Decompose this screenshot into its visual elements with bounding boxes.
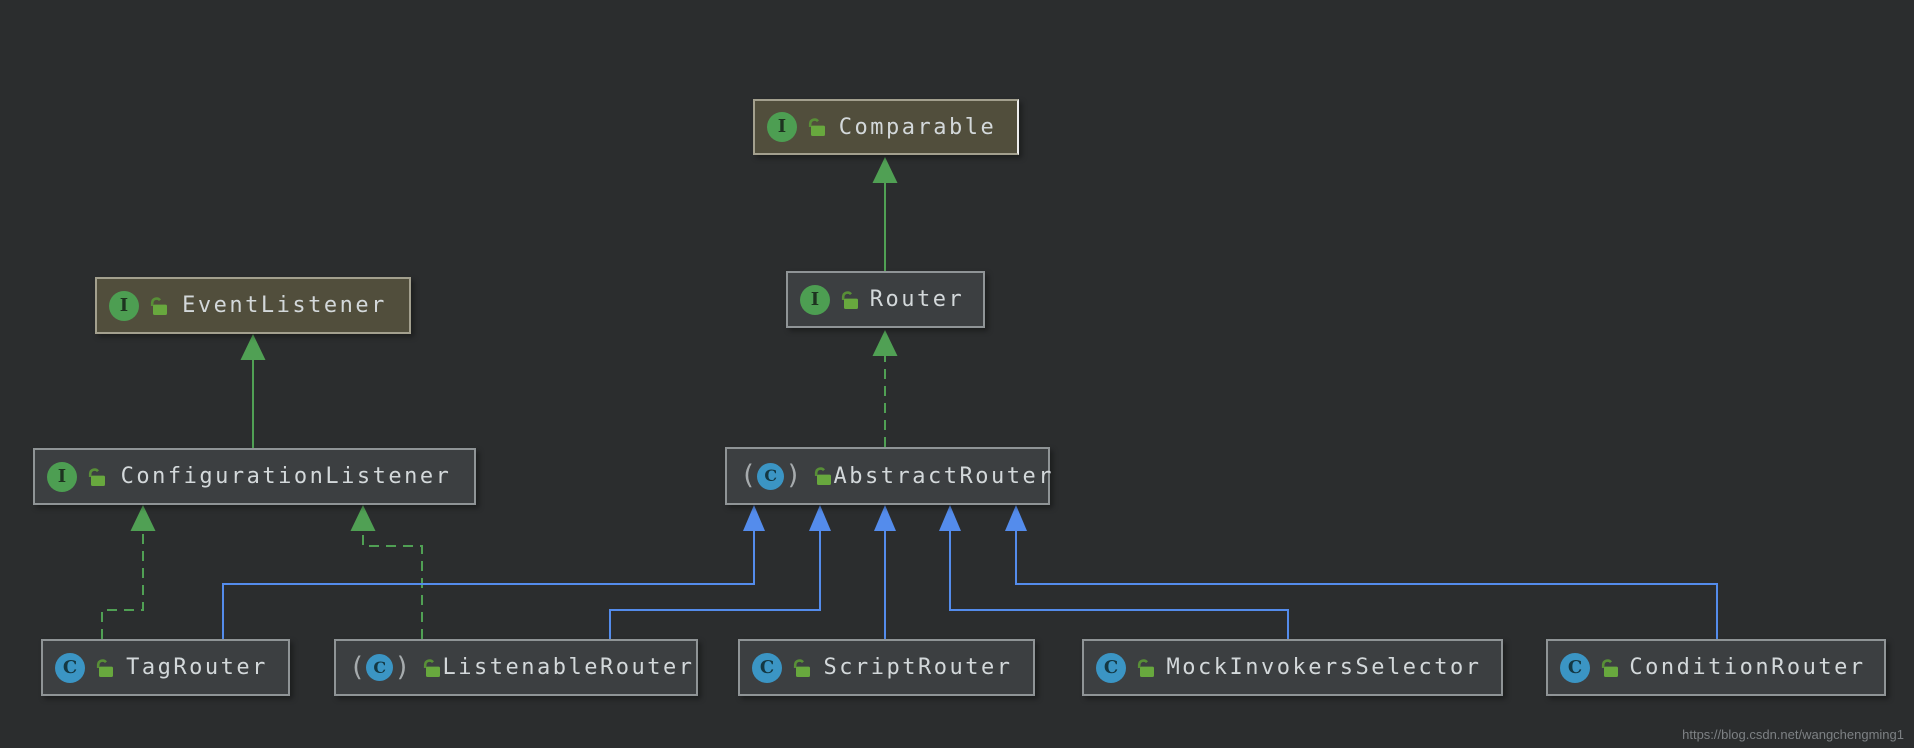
kind-circle-icon: C xyxy=(752,652,782,683)
node-listenablerouter[interactable]: ( C ) ListenableRouter xyxy=(334,639,698,696)
node-conditionrouter[interactable]: ( C ) ConditionRouter xyxy=(1546,639,1886,696)
interface-icon: ( I ) xyxy=(767,112,797,142)
public-visibility-lock-icon xyxy=(86,467,108,487)
node-abstractrouter[interactable]: ( C ) AbstractRouter xyxy=(725,447,1051,505)
arrowhead-listenablerouter-to-abstractrouter xyxy=(809,505,831,531)
class-name-label: AbstractRouter xyxy=(833,463,1054,489)
kind-letter: C xyxy=(1103,656,1119,678)
abstract-marker-paren-close: ) xyxy=(394,651,411,683)
class-icon: ( C ) xyxy=(55,652,85,683)
node-router[interactable]: ( I ) Router xyxy=(786,271,985,328)
class-icon: ( C ) xyxy=(1560,652,1590,683)
watermark-url: https://blog.csdn.net/wangchengming1 xyxy=(1682,727,1904,742)
class-name-label: TagRouter xyxy=(126,655,268,680)
class-name-label: Router xyxy=(869,287,965,312)
public-visibility-lock-icon xyxy=(1599,658,1621,678)
arrowhead-configurationlistener-to-eventlistener xyxy=(240,334,266,360)
public-visibility-lock-icon xyxy=(812,466,834,486)
kind-circle-icon: C xyxy=(757,462,785,490)
kind-letter: I xyxy=(57,465,67,487)
kind-circle-icon: C xyxy=(1560,652,1590,683)
edge-mockinvokersselector-extends-abstractrouter xyxy=(949,531,1289,639)
class-icon: ( C ) xyxy=(1096,652,1126,683)
kind-circle-icon: I xyxy=(109,290,139,321)
kind-circle-icon: I xyxy=(800,284,830,315)
abstract-marker-paren-close: ) xyxy=(785,460,802,491)
node-tagrouter[interactable]: ( C ) TagRouter xyxy=(41,639,290,696)
arrowhead-mockinvokersselector-to-abstractrouter xyxy=(939,505,961,531)
kind-circle-icon: C xyxy=(1096,652,1126,683)
abstract-marker-paren-open: ( xyxy=(349,651,366,683)
kind-letter: I xyxy=(777,116,787,137)
class-icon: ( C ) xyxy=(752,652,782,683)
edge-tagrouter-extends-abstractrouter xyxy=(222,531,755,639)
class-name-label: ListenableRouter xyxy=(442,655,695,680)
arrowhead-scriptrouter-to-abstractrouter xyxy=(874,505,896,531)
node-scriptrouter[interactable]: ( C ) ScriptRouter xyxy=(738,639,1035,696)
abstract-class-icon: ( C ) xyxy=(348,651,412,683)
kind-letter: C xyxy=(759,656,775,678)
class-name-label: ScriptRouter xyxy=(823,655,1013,680)
class-name-label: ConfigurationListener xyxy=(120,464,452,489)
arrowhead-tagrouter-to-configurationlistener xyxy=(130,505,156,531)
arrowhead-conditionrouter-to-abstractrouter xyxy=(1005,505,1027,531)
node-eventlistener[interactable]: ( I ) EventListener xyxy=(95,277,411,334)
public-visibility-lock-icon xyxy=(94,658,116,678)
kind-letter: C xyxy=(62,656,78,678)
public-visibility-lock-icon xyxy=(839,290,861,310)
node-mockinvokersselector[interactable]: ( C ) MockInvokersSelector xyxy=(1082,639,1503,696)
kind-circle-icon: C xyxy=(55,652,85,683)
kind-letter: C xyxy=(764,466,778,485)
kind-letter: C xyxy=(373,657,387,677)
abstract-marker-paren-open: ( xyxy=(740,460,757,491)
arrowhead-tagrouter-to-abstractrouter xyxy=(743,505,765,531)
class-name-label: MockInvokersSelector xyxy=(1166,655,1482,680)
edge-conditionrouter-extends-abstractrouter xyxy=(1015,531,1718,639)
arrowhead-listenablerouter-to-configurationlistener xyxy=(350,505,376,531)
interface-icon: ( I ) xyxy=(47,461,77,492)
abstract-class-icon: ( C ) xyxy=(739,462,803,490)
public-visibility-lock-icon xyxy=(148,296,170,316)
public-visibility-lock-icon xyxy=(421,658,443,678)
arrowhead-abstractrouter-to-router xyxy=(872,330,898,356)
public-visibility-lock-icon xyxy=(1135,658,1157,678)
edge-listenablerouter-implements-configurationlistener xyxy=(362,531,423,639)
class-name-label: Comparable xyxy=(838,114,997,140)
interface-icon: ( I ) xyxy=(800,284,830,315)
kind-circle-icon: I xyxy=(767,112,797,142)
arrowhead-router-to-comparable xyxy=(872,157,898,183)
node-comparable[interactable]: ( I ) Comparable xyxy=(753,99,1019,155)
interface-icon: ( I ) xyxy=(109,290,139,321)
public-visibility-lock-icon xyxy=(806,117,828,137)
edge-tagrouter-implements-configurationlistener xyxy=(101,531,144,639)
kind-letter: I xyxy=(119,294,129,316)
class-name-label: EventListener xyxy=(182,293,387,318)
kind-circle-icon: I xyxy=(47,461,77,492)
node-configurationlistener[interactable]: ( I ) ConfigurationListener xyxy=(33,448,476,505)
edge-listenablerouter-extends-abstractrouter xyxy=(609,531,821,639)
public-visibility-lock-icon xyxy=(791,658,813,678)
kind-letter: C xyxy=(1567,656,1583,678)
kind-circle-icon: C xyxy=(366,654,394,681)
kind-letter: I xyxy=(810,288,820,310)
class-name-label: ConditionRouter xyxy=(1629,655,1866,680)
